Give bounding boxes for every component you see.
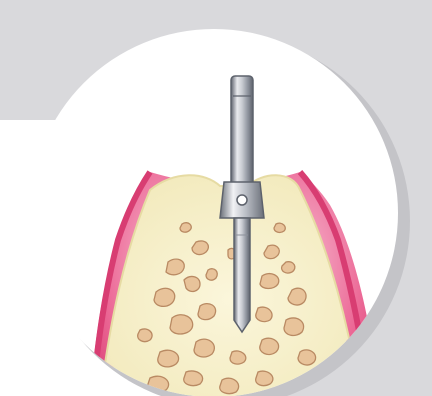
illustration-stage [0, 0, 432, 396]
implant-drill-illustration [0, 0, 432, 396]
